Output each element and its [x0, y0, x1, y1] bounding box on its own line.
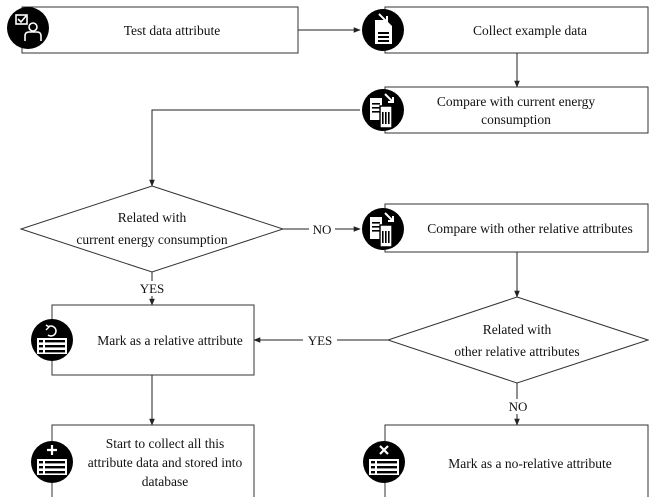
decision-label: Related with — [483, 322, 552, 337]
edge-label-no: NO — [313, 222, 332, 237]
edge-label-yes: YES — [140, 281, 165, 296]
collect-example-data-box — [384, 6, 649, 54]
node-label: Mark as a no-relative attribute — [448, 456, 611, 471]
edge-compare-to-decision — [149, 109, 360, 187]
edge-label-no: NO — [509, 399, 528, 414]
decision-label: other relative attributes — [454, 344, 579, 359]
start-collect-box — [51, 424, 255, 497]
node-label: attribute data and stored into — [88, 455, 243, 470]
edge-label-yes: YES — [308, 333, 333, 348]
node-label: Collect example data — [473, 23, 587, 38]
related-other-decision — [386, 296, 649, 384]
node-label: Compare with other relative attributes — [427, 221, 632, 236]
refresh-list-icon — [31, 319, 73, 361]
compare-documents-icon — [362, 89, 404, 131]
user-checklist-icon — [7, 7, 49, 49]
related-current-decision — [19, 185, 285, 273]
node-label: database — [142, 474, 188, 489]
node-label: Start to collect all this — [106, 436, 224, 451]
delete-list-icon — [363, 441, 405, 483]
node-label: Compare with current energy — [437, 94, 596, 109]
node-label: Mark as a relative attribute — [97, 333, 242, 348]
decision-label: current energy consumption — [76, 232, 227, 247]
add-list-icon — [31, 441, 73, 483]
compare-documents-icon — [362, 208, 404, 250]
compare-other-attributes-box — [384, 203, 649, 253]
document-download-icon — [362, 9, 404, 51]
decision-label: Related with — [118, 210, 187, 225]
node-label: consumption — [481, 112, 551, 127]
mark-relative-box — [51, 304, 255, 376]
node-label: Test data attribute — [124, 23, 221, 38]
test-data-attribute-box — [21, 6, 299, 54]
